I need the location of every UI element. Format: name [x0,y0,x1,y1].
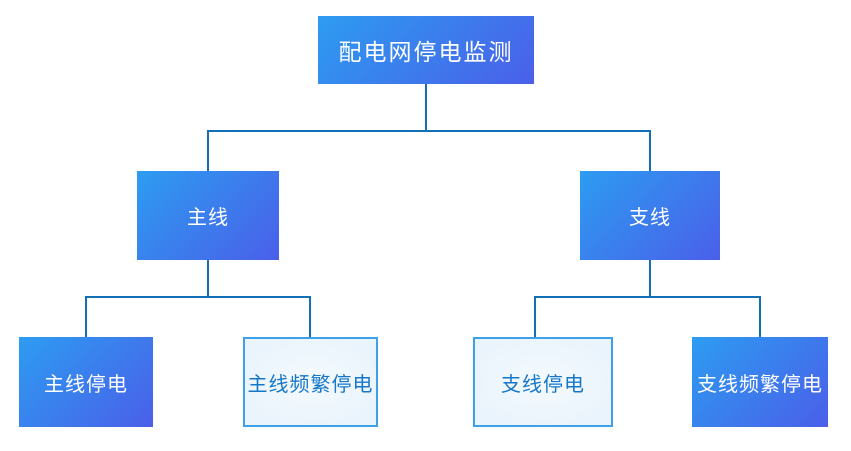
connector-main-rise [207,130,209,171]
connector-level1-bar [208,130,651,132]
connector-main-frequent-rise [309,296,311,337]
connector-main-drop [207,260,209,297]
connector-main-outage-rise [85,296,87,337]
node-root-outage-monitoring[interactable]: 配电网停电监测 [318,16,534,84]
connector-level2-right-bar [534,296,761,298]
node-main-line[interactable]: 主线 [137,171,279,260]
node-branch-line[interactable]: 支线 [580,171,720,260]
node-branch-line-frequent-outage[interactable]: 支线频繁停电 [692,337,828,427]
connector-branch-drop [649,260,651,297]
node-main-line-frequent-outage[interactable]: 主线频繁停电 [243,337,378,427]
connector-branch-rise [649,130,651,171]
connector-root-drop [425,84,427,131]
connector-branch-frequent-rise [759,296,761,337]
connector-level2-left-bar [85,296,311,298]
connector-branch-outage-rise [534,296,536,337]
node-branch-line-outage[interactable]: 支线停电 [473,337,613,427]
node-main-line-outage[interactable]: 主线停电 [19,337,153,427]
